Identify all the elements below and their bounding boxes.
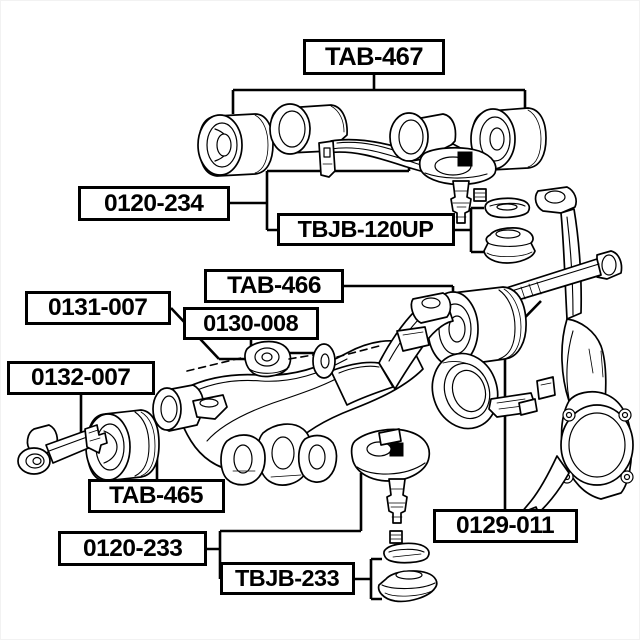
steering-knuckle: [520, 186, 634, 526]
bushing-lower-front: [85, 409, 160, 482]
label-0132-007[interactable]: 0132-007: [7, 361, 155, 395]
lower-boot-kit: [377, 530, 438, 603]
label-text: TAB-465: [109, 482, 204, 509]
dust-boot-upper: [483, 227, 536, 264]
label-text: 0132-007: [31, 364, 131, 391]
label-0129-011[interactable]: 0129-011: [433, 509, 578, 543]
upper-boot-kit: [473, 188, 536, 264]
bushing-upper-left: [197, 113, 274, 177]
wheel-bearing-ring: [431, 352, 499, 430]
label-tab-467[interactable]: TAB-467: [303, 39, 445, 75]
knuckle-clip: [488, 392, 538, 418]
label-text: 0131-007: [48, 294, 148, 321]
camber-washer-part: [253, 358, 257, 362]
label-text: 0129-011: [456, 512, 555, 539]
boot-retainer-lower: [383, 542, 430, 564]
label-0120-233[interactable]: 0120-233: [58, 531, 207, 566]
label-text: 0120-234: [104, 189, 204, 217]
lower-control-arm: [152, 292, 454, 524]
label-text: TAB-467: [325, 42, 423, 71]
label-text: 0130-008: [203, 310, 299, 336]
dust-boot-lower: [377, 570, 438, 603]
camber-washer-boss: [244, 340, 292, 378]
label-tbjb-233[interactable]: TBJB-233: [220, 562, 355, 595]
label-text: TAB-466: [227, 272, 321, 299]
camber-adjust-bolt: [17, 424, 108, 475]
label-tab-465[interactable]: TAB-465: [88, 479, 225, 513]
cam-washer: [312, 343, 336, 379]
label-0120-234[interactable]: 0120-234: [78, 186, 230, 221]
label-tab-466[interactable]: TAB-466: [204, 269, 344, 303]
arm-eye-upper-left: [269, 103, 348, 155]
upper-control-arm: [197, 103, 547, 224]
label-0131-007[interactable]: 0131-007: [25, 291, 171, 325]
label-0130-008[interactable]: 0130-008: [183, 307, 319, 340]
label-text: TBJB-233: [235, 565, 340, 591]
label-tbjb-120up[interactable]: TBJB-120UP: [277, 213, 455, 246]
upper-ball-joint: [418, 147, 497, 224]
label-text: TBJB-120UP: [298, 216, 434, 242]
label-text: 0120-233: [82, 534, 183, 562]
boot-retainer-upper: [484, 197, 531, 219]
lower-ball-joint: [350, 428, 431, 524]
